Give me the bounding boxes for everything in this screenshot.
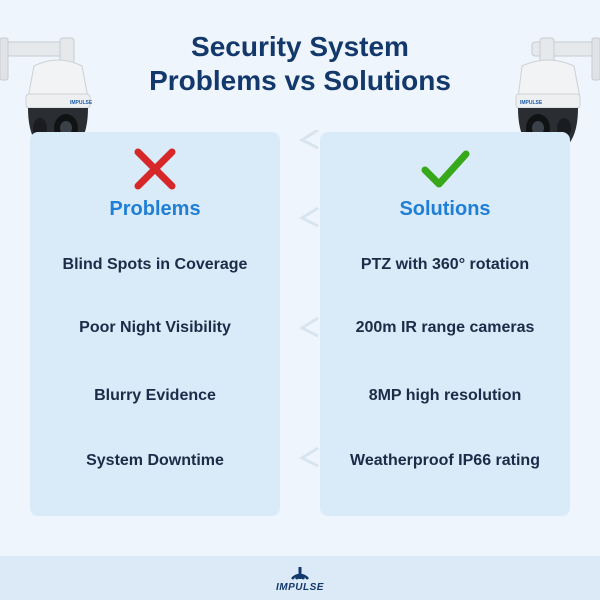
green-check-icon	[421, 150, 470, 188]
impulse-logo-icon	[291, 567, 309, 580]
problem-item: Blurry Evidence	[94, 387, 216, 404]
solution-item: PTZ with 360° rotation	[360, 256, 530, 273]
problems-panel: Problems Blind Spots in Coverage Poor Ni…	[30, 132, 280, 516]
problem-item: Blind Spots in Coverage	[62, 256, 248, 273]
footer-logo-text: IMPULSE	[276, 582, 324, 593]
problem-item: System Downtime	[86, 452, 224, 469]
problems-heading: Problems	[109, 198, 201, 220]
solutions-panel: Solutions PTZ with 360° rotation 200m IR…	[320, 132, 570, 516]
camera-brand-text: IMPULSE	[70, 100, 93, 106]
page-title: Security System Problems vs Solutions	[0, 30, 600, 98]
solution-item: 8MP high resolution	[368, 387, 522, 404]
title-line-1: Security System	[191, 31, 409, 62]
problem-item: Poor Night Visibility	[79, 319, 231, 336]
red-cross-icon	[134, 148, 176, 190]
ptz-camera-icon: IMPULSE	[0, 37, 93, 154]
camera-brand-text: IMPULSE	[520, 100, 543, 106]
title-line-2: Problems vs Solutions	[149, 65, 451, 96]
solution-item: Weatherproof IP66 rating	[350, 452, 540, 469]
solutions-heading: Solutions	[399, 198, 491, 220]
solution-item: 200m IR range cameras	[355, 319, 535, 336]
background-chevron-decoration	[298, 130, 319, 468]
